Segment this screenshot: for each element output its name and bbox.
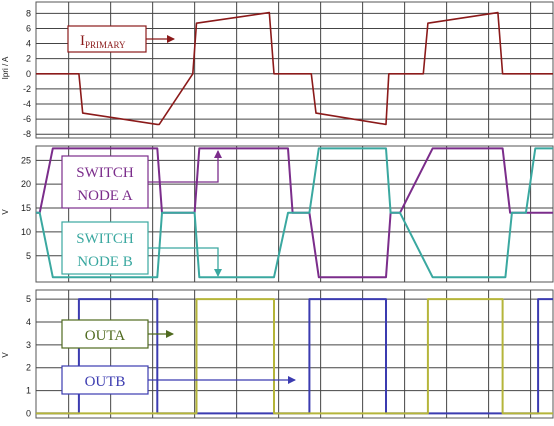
y-tick-label: -6	[23, 114, 31, 124]
switch-node-b-line1: SWITCH	[76, 231, 134, 247]
outa-annotation: OUTA	[61, 319, 174, 349]
switch-node-a-arrow	[148, 150, 222, 183]
y-tick-label: 25	[21, 155, 31, 165]
plot-frame	[35, 1, 554, 139]
series-line-2-1	[36, 298, 553, 415]
y-tick-label: 20	[21, 179, 31, 189]
y-tick-label: 2	[26, 363, 31, 373]
y-tick-label: 0	[26, 69, 31, 79]
y-tick-label: 0	[26, 408, 31, 418]
switch-node-a-line2: NODE A	[77, 188, 133, 204]
series-line-1-1	[36, 147, 553, 279]
switch-node-b-annotation: SWITCH NODE B	[61, 221, 222, 277]
y-tick-label: 6	[26, 23, 31, 33]
primary-current-tick-labels: 8 6 4 2 0 -2 -4 -6 -8	[23, 8, 31, 139]
switch-node-tick-labels: 25 20 15 10 5	[21, 155, 31, 260]
y-tick-label: -2	[23, 84, 31, 94]
switch-node-panel: 25 20 15 10 5 V SWITCH NODE A SWITCH NODE B	[1, 145, 554, 283]
y-tick-label: 4	[26, 317, 31, 327]
svg-text:IPRIMARY: IPRIMARY	[80, 33, 126, 50]
primary-current-annotation: IPRIMARY	[67, 25, 175, 53]
gate-output-grid	[35, 289, 554, 419]
primary-current-grid	[35, 1, 554, 139]
y-tick-label: 8	[26, 8, 31, 18]
primary-current-series	[36, 11, 553, 126]
series-line-0-0	[36, 11, 553, 126]
y-tick-label: -4	[23, 99, 31, 109]
primary-current-y-axis-label: Ipri / A	[1, 56, 10, 79]
switch-node-b-line2: NODE B	[77, 254, 132, 270]
switch-node-series	[36, 147, 553, 279]
y-tick-label: 2	[26, 54, 31, 64]
gate-output-panel: 5 4 3 2 1 0 V OUTA OUTB	[1, 289, 554, 419]
y-tick-label: 10	[21, 227, 31, 237]
y-tick-label: -8	[23, 129, 31, 139]
gate-output-tick-labels: 5 4 3 2 1 0	[26, 294, 31, 418]
switch-node-b-arrow	[148, 247, 222, 277]
gate-output-y-axis-label: V	[1, 352, 10, 358]
switch-node-a-line1: SWITCH	[76, 165, 134, 181]
y-tick-label: 1	[26, 386, 31, 396]
outa-label: OUTA	[85, 328, 126, 344]
y-tick-label: 15	[21, 203, 31, 213]
y-tick-label: 5	[26, 251, 31, 261]
primary-label-subscript: PRIMARY	[85, 40, 126, 50]
series-line-2-0	[36, 298, 553, 415]
y-tick-label: 5	[26, 294, 31, 304]
primary-current-panel: 8 6 4 2 0 -2 -4 -6 -8 Ipri / A IPRIMARY	[1, 1, 554, 139]
outb-annotation: OUTB	[61, 365, 296, 395]
primary-label-main: I	[80, 33, 85, 49]
y-tick-label: 4	[26, 39, 31, 49]
switch-node-a-annotation: SWITCH NODE A	[61, 150, 222, 209]
outb-label: OUTB	[85, 374, 126, 390]
y-tick-label: 3	[26, 340, 31, 350]
plot-frame	[35, 289, 554, 419]
switch-node-y-axis-label: V	[1, 209, 10, 215]
gate-output-series	[36, 298, 553, 415]
